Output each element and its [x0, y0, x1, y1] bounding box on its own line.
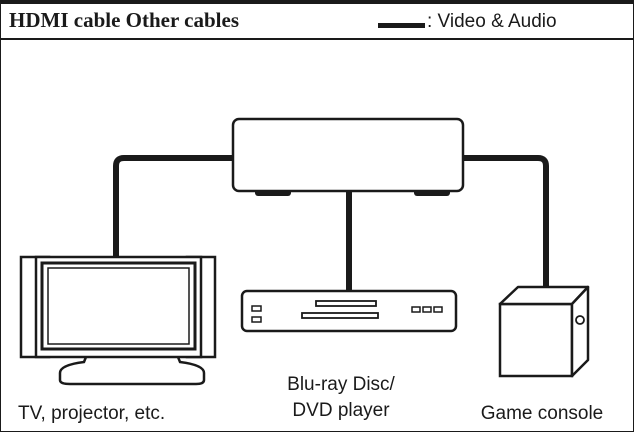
tv-label: TV, projector, etc.: [18, 403, 166, 424]
game-console-button: [575, 315, 585, 325]
bluray-label-line2: DVD player: [292, 400, 390, 421]
game-console-side: [570, 285, 590, 378]
bluray-disc-tray: [315, 300, 377, 307]
bluray-eject-button: [251, 316, 262, 323]
tv-screen-inner: [47, 267, 190, 345]
tv: [19, 255, 217, 386]
bluray-player: [240, 289, 458, 333]
header-title: HDMI cable Other cables: [9, 8, 239, 32]
av-receiver: [231, 117, 465, 196]
legend-hdmi-line-swatch: [378, 23, 425, 28]
bluray-control-button-3: [433, 306, 443, 313]
bluray-player-body: [240, 289, 458, 333]
tv-stand: [58, 350, 206, 386]
bluray-slot: [301, 312, 379, 319]
game-console-label: Game console: [480, 403, 604, 424]
header-divider: [0, 38, 634, 40]
bluray-power-button: [251, 305, 262, 312]
bluray-label: Blu-ray Disc/ DVD player: [256, 372, 426, 424]
legend: : Video & Audio: [378, 10, 557, 34]
legend-label: : Video & Audio: [427, 11, 557, 32]
bluray-control-button-2: [422, 306, 432, 313]
bluray-control-button-1: [411, 306, 421, 313]
game-console-front: [498, 302, 574, 378]
hdmi-cable-game: [462, 155, 549, 288]
hdmi-cables: [113, 155, 549, 292]
bluray-label-line1: Blu-ray Disc/: [287, 374, 395, 395]
av-receiver-body: [231, 117, 465, 193]
game-console: [498, 285, 590, 378]
hdmi-cable-tv: [113, 155, 236, 262]
